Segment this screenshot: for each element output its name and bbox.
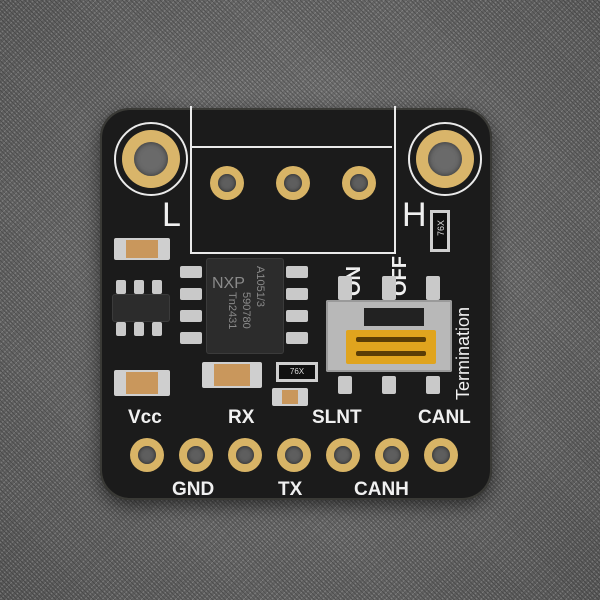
capacitor-small (272, 388, 308, 406)
switch-pin (426, 376, 440, 394)
chip-pin (180, 266, 202, 278)
capacitor-body (282, 390, 298, 404)
terminal-pad-h (342, 166, 376, 200)
switch-pin (382, 276, 396, 300)
header-pad-rx (228, 438, 262, 472)
pin-label-canh: CANH (354, 479, 409, 500)
regulator-pin (134, 322, 144, 336)
header-pad-gnd (179, 438, 213, 472)
board-edge (100, 108, 492, 500)
header-pad-vcc (130, 438, 164, 472)
pad-hole (218, 174, 236, 192)
regulator-pin (116, 322, 126, 336)
header-pad-tx (277, 438, 311, 472)
tape-line (356, 337, 426, 342)
header-pad-canh (375, 438, 409, 472)
tape-line (356, 351, 426, 356)
switch-pin (338, 376, 352, 394)
terminal-block-divider (190, 146, 392, 148)
switch-pin (382, 376, 396, 394)
chip-marking-3: Tn2431 (226, 292, 238, 330)
pin-label-slnt: SLNT (312, 407, 362, 428)
terminal-label-h: H (402, 196, 427, 234)
chip-pin (180, 332, 202, 344)
regulator-pin (152, 322, 162, 336)
switch-pin (338, 276, 352, 300)
mounting-hole-center (428, 142, 462, 176)
capacitor-body (214, 364, 250, 386)
mounting-hole-center (134, 142, 168, 176)
chip-pin (286, 332, 308, 344)
pad-hole (284, 174, 302, 192)
termination-slide-switch[interactable] (326, 300, 452, 372)
terminal-pad-l (210, 166, 244, 200)
mounting-hole-left (114, 122, 188, 196)
resistor-top: 76X (430, 210, 450, 252)
chip-pin (180, 288, 202, 300)
chip-pin (286, 266, 308, 278)
pad-hole (432, 446, 450, 464)
chip-pin (286, 288, 308, 300)
pin-label-gnd: GND (172, 479, 215, 500)
regulator-pin (116, 280, 126, 294)
chip-marking-1: A1051/3 (254, 266, 266, 307)
regulator-pin (152, 280, 162, 294)
terminal-pad-gnd (276, 166, 310, 200)
can-transceiver-chip: NXP A1051/3 590780 Tn2431 (206, 258, 284, 354)
header-pad-canl (424, 438, 458, 472)
terminal-label-l: L (162, 196, 181, 234)
terminal-block-outline (190, 106, 396, 254)
pad-hole (236, 446, 254, 464)
header-pad-slnt (326, 438, 360, 472)
pad-hole (138, 446, 156, 464)
resistor-code: 76X (289, 367, 305, 376)
capacitor-center (202, 362, 262, 388)
pin-label-tx: TX (278, 479, 303, 500)
voltage-regulator (112, 294, 170, 322)
resistor-code: 76X (436, 219, 447, 237)
chip-pin (286, 310, 308, 322)
pin-label-canl: CANL (418, 407, 471, 428)
pad-hole (187, 446, 205, 464)
pin-label-rx: RX (228, 407, 255, 428)
resistor-middle: 76X (276, 362, 318, 382)
capacitor-body (126, 372, 158, 394)
switch-pin (426, 276, 440, 300)
pcb-board: L H 76X NXP A1051/3 590780 Tn2431 76X ON… (100, 106, 492, 500)
termination-label: Termination (453, 306, 473, 400)
pad-hole (350, 174, 368, 192)
capacitor-body (126, 240, 158, 258)
capacitor-bottom-left (114, 370, 170, 396)
pad-hole (334, 446, 352, 464)
kapton-tape (346, 330, 436, 364)
chip-marking-2: 590780 (240, 292, 252, 329)
chip-pin (180, 310, 202, 322)
chip-brand: NXP (212, 275, 245, 292)
pad-hole (383, 446, 401, 464)
pad-hole (285, 446, 303, 464)
capacitor-top-left (114, 238, 170, 260)
mounting-hole-right (408, 122, 482, 196)
pin-label-vcc: Vcc (128, 407, 162, 428)
switch-actuator[interactable] (364, 308, 424, 326)
regulator-pin (134, 280, 144, 294)
